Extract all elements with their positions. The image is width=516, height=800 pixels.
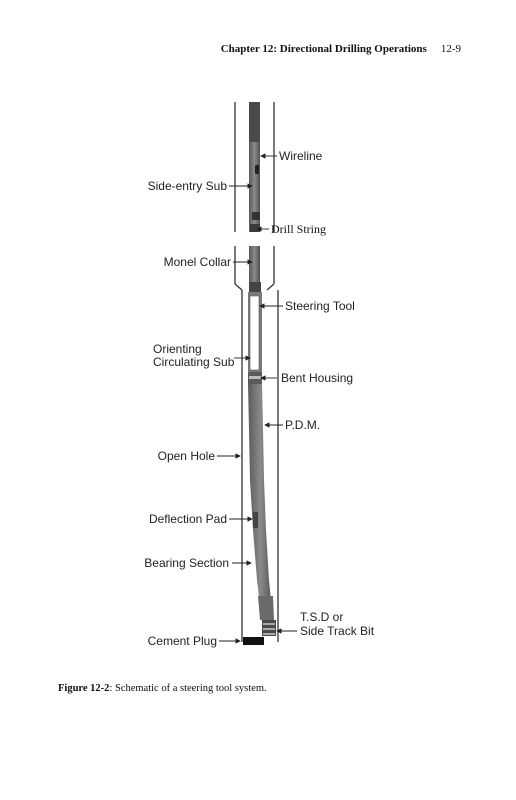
drill-string-upper — [249, 102, 260, 232]
label-side-track-bit: Side Track Bit — [300, 624, 375, 638]
caption-text: : Schematic of a steering tool system. — [109, 683, 267, 694]
label-tsd: T.S.D or — [300, 610, 343, 624]
label-orienting: Orienting — [153, 342, 202, 356]
label-cement-plug: Cement Plug — [148, 634, 217, 648]
page-number: 12-9 — [440, 43, 461, 55]
label-bent-housing: Bent Housing — [281, 371, 353, 385]
label-deflection-pad: Deflection Pad — [149, 512, 227, 526]
label-wireline: Wireline — [279, 149, 323, 163]
figure-number: Figure 12-2 — [58, 683, 110, 694]
label-side-entry-sub: Side-entry Sub — [148, 179, 228, 193]
label-open-hole: Open Hole — [158, 449, 216, 463]
motor-assembly — [248, 372, 274, 622]
cement-plug — [243, 637, 264, 645]
leader-lines — [217, 153, 297, 644]
label-monel-collar: Monel Collar — [164, 255, 231, 269]
label-steering-tool: Steering Tool — [285, 299, 355, 313]
label-bearing-section: Bearing Section — [144, 556, 229, 570]
steering-tool-section — [248, 292, 262, 372]
chapter-title: Chapter 12: Directional Drilling Operati… — [220, 43, 427, 55]
label-drill-string: Drill String — [271, 222, 326, 236]
figure-caption: Figure 12-2: Schematic of a steering too… — [58, 683, 267, 694]
label-circulating-sub: Circulating Sub — [153, 355, 235, 369]
side-track-bit — [262, 620, 276, 636]
casing-walls — [234, 102, 279, 642]
label-pdm: P.D.M. — [285, 418, 320, 432]
running-head: Chapter 12: Directional Drilling Operati… — [0, 43, 461, 55]
monel-collar-section — [249, 246, 261, 292]
